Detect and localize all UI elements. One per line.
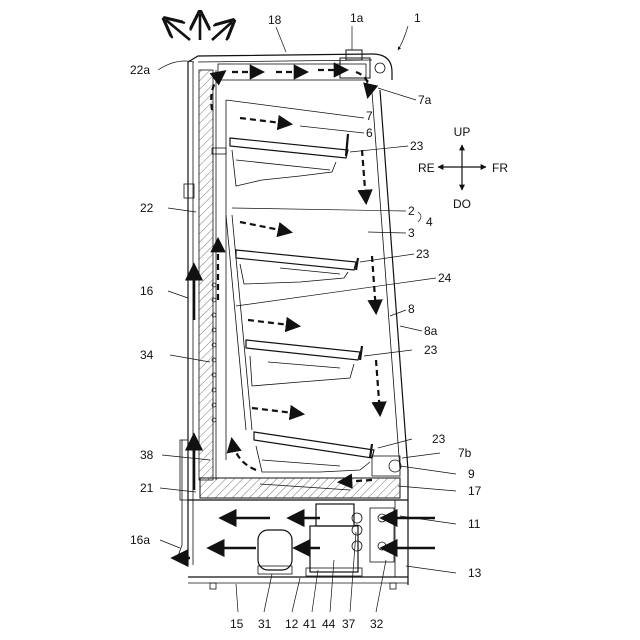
label-4: 4 — [426, 215, 433, 229]
compass-front-label: FR — [492, 161, 508, 175]
label-16a: 16a — [130, 533, 150, 547]
shelf-1 — [212, 134, 348, 186]
label-6: 6 — [366, 126, 373, 140]
label-38: 38 — [140, 448, 154, 462]
compass-down-label: DO — [453, 197, 471, 211]
label-23-third: 23 — [424, 343, 438, 357]
label-1a: 1a — [350, 11, 364, 25]
rear-duct-insulation — [199, 70, 226, 480]
label-2: 2 — [408, 204, 415, 218]
label-23-top: 23 — [410, 139, 424, 153]
label-22a: 22a — [130, 63, 150, 77]
label-12: 12 — [285, 617, 299, 631]
label-23-second: 23 — [416, 247, 430, 261]
reference-labels: 1 1a 18 22a 7a 7 6 23 22 2 4 3 23 24 16 … — [130, 11, 482, 631]
label-7a: 7a — [418, 93, 432, 107]
label-22: 22 — [140, 201, 154, 215]
back-panel — [226, 215, 246, 430]
label-15: 15 — [230, 617, 244, 631]
label-44: 44 — [322, 617, 336, 631]
label-31: 31 — [258, 617, 272, 631]
bottom-deck — [200, 456, 401, 498]
label-23-bottom: 23 — [432, 432, 446, 446]
label-18: 18 — [268, 13, 282, 27]
label-7: 7 — [366, 109, 373, 123]
label-7b: 7b — [458, 446, 472, 460]
shelf-3 — [246, 340, 362, 386]
label-21: 21 — [140, 481, 154, 495]
label-13: 13 — [468, 566, 482, 580]
label-24: 24 — [438, 271, 452, 285]
label-34: 34 — [140, 348, 154, 362]
shelf-2 — [236, 250, 358, 284]
label-32: 32 — [370, 617, 384, 631]
label-11: 11 — [468, 517, 481, 531]
compressor-unit — [258, 530, 292, 574]
label-3: 3 — [408, 226, 415, 240]
label-8a: 8a — [424, 324, 438, 338]
label-37: 37 — [342, 617, 356, 631]
label-16: 16 — [140, 284, 154, 298]
compass-up-label: UP — [454, 125, 471, 139]
label-41: 41 — [303, 617, 317, 631]
cabinet-outline — [188, 54, 408, 589]
label-1: 1 — [414, 11, 421, 25]
label-17: 17 — [468, 484, 482, 498]
shelf-4 — [254, 432, 374, 472]
label-9: 9 — [468, 467, 475, 481]
compass-rear-label: RE — [418, 161, 435, 175]
label-8: 8 — [408, 302, 415, 316]
direction-compass: UP DO RE FR — [418, 125, 508, 211]
